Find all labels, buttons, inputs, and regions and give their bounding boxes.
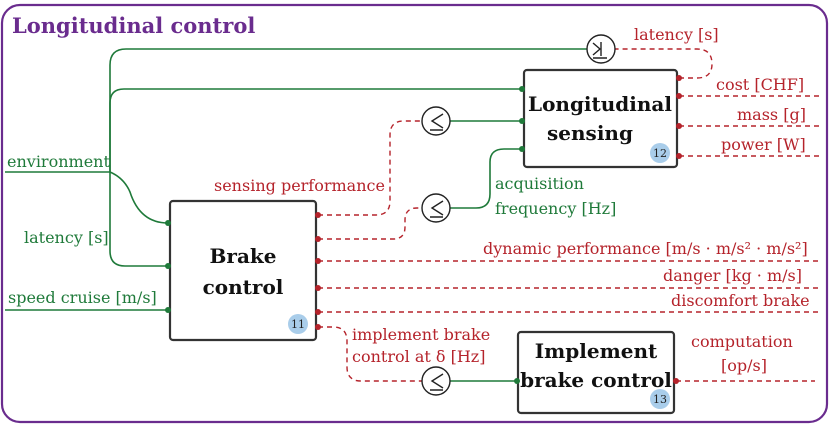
implement-brake-control-badge	[650, 389, 670, 409]
environment-to-brake-wire	[109, 171, 169, 224]
speed-cruise-label: speed cruise [m/s]	[8, 288, 157, 307]
dynamic-performance-label: dynamic performance [m/s · m/s² · m/s²]	[483, 239, 808, 258]
implement-brake-control-box[interactable]: Implement brake control 13	[516, 330, 676, 415]
brake-control-badge	[288, 314, 308, 334]
implement-brake-control-label-line1: Implement	[535, 339, 658, 363]
cost-label: cost [CHF]	[716, 75, 804, 94]
sensing-latency-label: latency [s]	[634, 25, 719, 44]
brake-control-badge-number: 11	[291, 318, 305, 331]
danger-label: danger [kg · m/s]	[663, 266, 802, 285]
environment-to-sensing-wire	[109, 88, 522, 172]
mass-label: mass [g]	[737, 105, 806, 124]
acquisition-label-line1: acquisition	[495, 174, 584, 193]
implement-brake-control-label-line2: brake control	[520, 368, 672, 392]
port-dots	[165, 75, 682, 384]
acquisition-comparator	[421, 193, 451, 223]
longitudinal-sensing-label-line2: sensing	[547, 121, 633, 145]
latency-input-label: latency [s]	[24, 228, 109, 247]
longitudinal-sensing-badge-number: 12	[653, 147, 667, 160]
computation-label-line2: [op/s]	[721, 356, 767, 375]
outer-frame	[0, 3, 829, 424]
environment-label: environment	[7, 152, 110, 171]
sensing-performance-comparator	[421, 106, 451, 136]
brake-acquisition-wire	[318, 207, 422, 240]
environment-to-latency-comparator-wire	[109, 48, 587, 172]
implement-brake-label-line2: control at δ [Hz]	[352, 347, 485, 366]
acquisition-label-line2: frequency [Hz]	[495, 199, 616, 218]
longitudinal-sensing-label-line1: Longitudinal	[528, 92, 672, 116]
implement-brake-control-badge-number: 13	[653, 393, 667, 406]
discomfort-label: discomfort brake	[671, 291, 810, 310]
sensing-performance-label: sensing performance	[214, 176, 385, 195]
brake-sensing-performance-wire	[318, 120, 422, 216]
longitudinal-sensing-badge	[650, 143, 670, 163]
brake-control-box[interactable]: Brake control 11	[168, 199, 318, 342]
functionality-wires	[5, 48, 587, 382]
longitudinal-sensing-box[interactable]: Longitudinal sensing 12	[522, 68, 679, 169]
diagram-title: Longitudinal control	[12, 13, 255, 38]
acquisition-frequency-wire	[450, 148, 522, 209]
brake-control-label-line1: Brake	[210, 244, 277, 268]
resource-wires	[318, 48, 822, 382]
latency-input-wire	[109, 172, 168, 267]
latency-comparator	[586, 34, 616, 64]
computation-label-line1: computation	[691, 332, 793, 351]
implement-brake-label-line1: implement brake	[352, 325, 490, 344]
brake-implement-wire	[318, 326, 422, 382]
power-label: power [W]	[721, 135, 806, 154]
brake-control-label-line2: control	[203, 275, 284, 299]
implement-comparator	[421, 366, 451, 396]
